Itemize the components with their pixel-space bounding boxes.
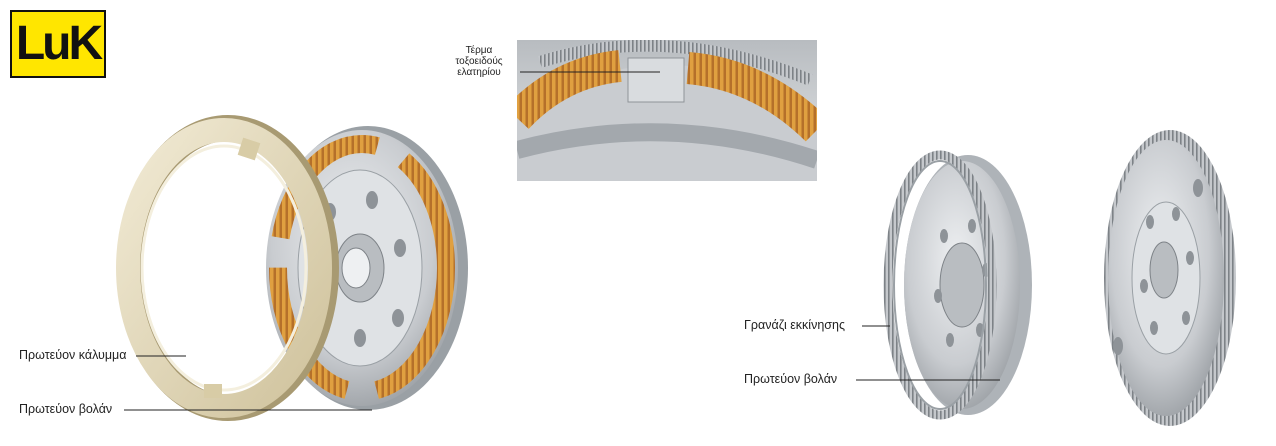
hub-bore — [341, 247, 371, 289]
right-flywheel-hub — [939, 242, 985, 328]
label-spring-end-line2: τοξοειδούς — [455, 56, 503, 67]
assembled-flywheel-holes — [1113, 179, 1203, 355]
primary-cover-inner-lip — [140, 144, 308, 392]
luk-logo: LuK — [10, 10, 106, 78]
left-flywheel-assembly — [116, 115, 468, 421]
assembled-flywheel-hub — [1149, 241, 1179, 299]
cover-notch-bottom — [204, 384, 222, 398]
starter-ring-inner — [893, 160, 987, 410]
label-primary-cover: Πρωτεύον κάλυμμα — [19, 348, 127, 362]
primary-cover — [116, 118, 332, 418]
assembled-flywheel — [1104, 130, 1236, 426]
cover-notch-top — [237, 137, 261, 161]
label-spring-end-line3: ελατηρίου — [457, 67, 501, 78]
logo-text: LuK — [15, 17, 103, 70]
spring-end-inset — [517, 40, 817, 181]
label-spring-end: Τέρμα τοξοειδούς ελατηρίου — [440, 45, 518, 78]
label-primary-flywheel-left: Πρωτεύον βολάν — [19, 402, 113, 416]
right-exploded-assembly — [883, 150, 1032, 420]
label-primary-flywheel-right: Πρωτεύον βολάν — [744, 372, 838, 386]
label-spring-end-line1: Τέρμα — [465, 45, 493, 56]
starter-ring-gear — [883, 150, 997, 420]
label-starter-ring: Γρανάζι εκκίνησης — [744, 318, 845, 332]
arc-spring-left — [269, 135, 455, 401]
